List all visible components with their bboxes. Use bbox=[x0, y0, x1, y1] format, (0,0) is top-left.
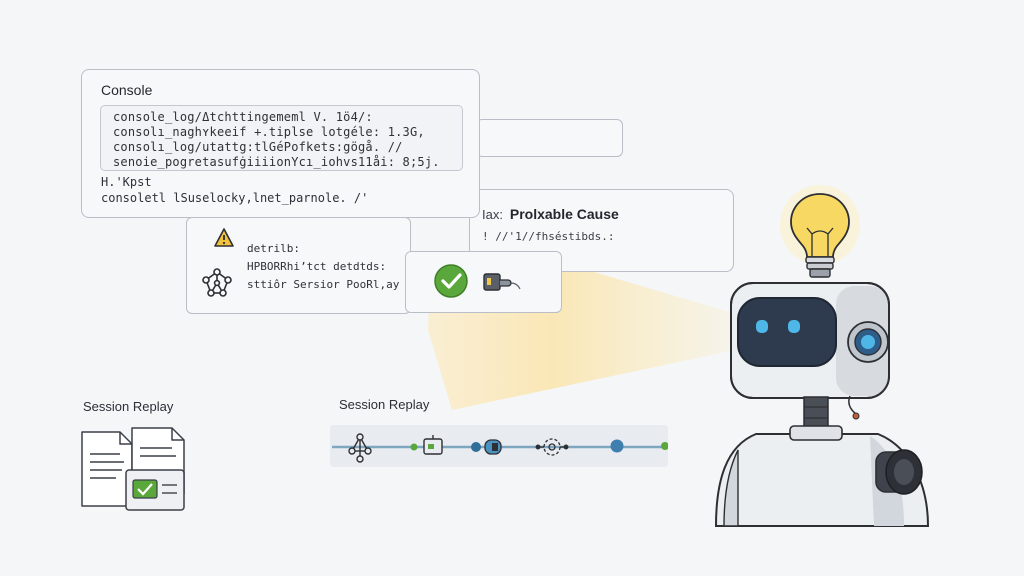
console-code-line: consolı_log/utattg:tlGéPofkets:gögå. // bbox=[113, 140, 403, 154]
console-output-line: H.'Kpst bbox=[101, 175, 152, 189]
console-code-box: console_log/Δtchttingememl V. 1ö4/: cons… bbox=[100, 105, 463, 171]
probable-cause-detail: ! //'1//fhséstibds.: bbox=[482, 230, 615, 243]
console-title: Console bbox=[101, 82, 153, 98]
timeline-graphic bbox=[332, 433, 669, 463]
timeline-screen-icon bbox=[423, 435, 443, 455]
detail-line: HPBORRhi’tct detdtds: bbox=[247, 260, 387, 273]
status-panel bbox=[405, 251, 562, 313]
lightbulb-icon bbox=[790, 193, 850, 278]
console-code-line: console_log/Δtchttingememl V. 1ö4/: bbox=[113, 110, 373, 124]
probable-cause-heading: Prolxable Cause bbox=[509, 206, 619, 222]
details-panel: detrilb: HPBORRhi’tct detdtds: sttiôr Se… bbox=[186, 217, 411, 314]
session-replay-timeline[interactable] bbox=[330, 425, 669, 467]
documents-icon bbox=[81, 427, 185, 511]
detail-line: sttiôr Sersior PooRl,ay bbox=[247, 278, 400, 291]
check-circle-icon bbox=[434, 264, 468, 298]
probable-cause-title: Iax: Prolxable Cause bbox=[482, 206, 619, 222]
speech-bubble bbox=[476, 119, 623, 157]
session-replay-label: Session Replay bbox=[339, 397, 430, 412]
console-code-line: senoie_pogretasufġiiiionYcı_iohvs11åi: 8… bbox=[113, 155, 440, 169]
probable-cause-prefix: Iax: bbox=[482, 207, 503, 222]
console-panel: Console console_log/Δtchttingememl V. 1ö… bbox=[81, 69, 480, 218]
detail-line: detrilb: bbox=[247, 242, 300, 255]
network-node-icon bbox=[202, 268, 232, 297]
warning-icon bbox=[214, 228, 234, 247]
robot-icon bbox=[714, 185, 930, 527]
timeline-network-icon bbox=[348, 433, 372, 463]
timeline-plug-icon bbox=[484, 439, 502, 455]
console-output-line: consoletl lSuselocky,lnet_parnole. /' bbox=[101, 191, 369, 205]
console-code-line: consolı_naghʏkeeif +.tiplse lotgéle: 1.3… bbox=[113, 125, 425, 139]
session-replay-label: Session Replay bbox=[83, 399, 174, 414]
plug-icon bbox=[483, 273, 521, 291]
timeline-circuit-icon bbox=[535, 438, 569, 456]
